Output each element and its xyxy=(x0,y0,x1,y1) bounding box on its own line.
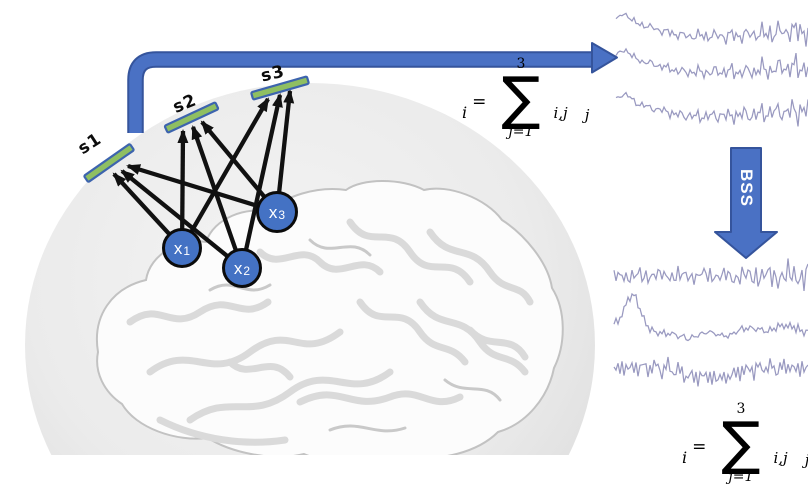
sensor-s2 xyxy=(163,101,220,134)
source-node-x1-base: x xyxy=(173,238,183,258)
eq2-sum-upper-limit: 3 xyxy=(736,401,746,417)
sensor-electrodes xyxy=(83,75,310,183)
source-node-x3-base: x xyxy=(268,202,278,222)
mixing-arrows xyxy=(112,89,295,258)
eq1-sigma: ∑ xyxy=(501,64,541,132)
eq2-lhs-subscript: i xyxy=(682,448,688,467)
sensor-s1 xyxy=(83,143,135,183)
bss-arrow xyxy=(714,147,778,259)
brain-sulci xyxy=(126,218,534,446)
eq1-source-subscript: j xyxy=(584,105,590,124)
eeg-trace xyxy=(615,12,808,47)
eq2-summation: 3 ∑ j=1 xyxy=(721,402,760,485)
arrow-x2-s1 xyxy=(120,169,229,258)
arrow-x2-s3 xyxy=(244,93,283,250)
brain-model xyxy=(95,180,564,455)
to-eeg-arrow xyxy=(127,42,618,133)
arrow-x2-s2 xyxy=(190,125,238,251)
eq1-sum-lower-limit: j=1 xyxy=(508,124,534,140)
arrow-x3-s2 xyxy=(200,120,266,198)
eeg-traces-mixed xyxy=(615,12,808,127)
arrow-x1-s1 xyxy=(112,172,171,236)
eq2-equals: = xyxy=(692,436,707,457)
sensor-s3 xyxy=(250,75,310,101)
bss-label: BSS xyxy=(737,169,756,207)
eq1-sum-upper-limit: 3 xyxy=(516,56,526,72)
eq2-sum-lower-limit: j=1 xyxy=(728,469,754,485)
eeg-traces-separated xyxy=(613,258,808,387)
unmixing-equation: i = 3 ∑ j=1 i,j j xyxy=(682,402,808,485)
eq1-lhs-subscript: i xyxy=(462,103,468,122)
eeg-trace xyxy=(615,91,808,127)
arrow-x3-s3 xyxy=(277,89,295,192)
source-node-x1-sub: 1 xyxy=(183,244,191,258)
source-node-x3-sub: 3 xyxy=(278,208,286,222)
arrow-x3-s1 xyxy=(126,163,259,208)
to-eeg-arrowhead xyxy=(591,42,618,74)
arrow-x1-s2 xyxy=(177,129,189,229)
eq2-sigma: ∑ xyxy=(721,409,761,477)
eq1-equals: = xyxy=(472,91,487,112)
eeg-trace xyxy=(615,47,808,81)
eeg-trace xyxy=(613,292,808,342)
mixing-equation: i = 3 ∑ j=1 i,j j xyxy=(462,57,589,140)
arrow-x1-s3 xyxy=(189,97,270,233)
eq2-coefficient-subscript: i,j xyxy=(773,448,788,467)
eq1-coefficient-subscript: i,j xyxy=(553,103,568,122)
diagram-canvas xyxy=(25,12,808,455)
eeg-trace xyxy=(613,258,808,292)
eq1-summation: 3 ∑ j=1 xyxy=(501,57,540,140)
source-node-x2-base: x xyxy=(233,258,243,278)
source-node-x2-sub: 2 xyxy=(243,264,251,278)
eeg-trace xyxy=(613,356,808,387)
